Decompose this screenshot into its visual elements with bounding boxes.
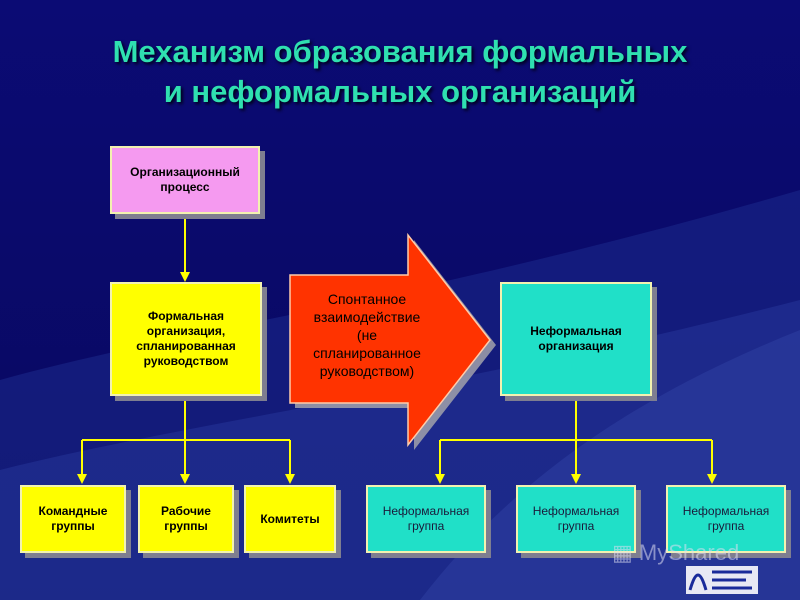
node-label: Неформальная группа bbox=[382, 504, 470, 533]
presentation-icon: ▦ bbox=[612, 540, 633, 565]
node-label: Неформальная группа bbox=[682, 504, 770, 533]
node-committees: Комитеты bbox=[244, 485, 336, 553]
node-team-groups: Командные группы bbox=[20, 485, 126, 553]
node-informal-group-2: Неформальная группа bbox=[516, 485, 636, 553]
node-informal-group-1: Неформальная группа bbox=[366, 485, 486, 553]
node-informal-group-3: Неформальная группа bbox=[666, 485, 786, 553]
node-label: Рабочие группы bbox=[161, 504, 211, 533]
spontaneous-arrow bbox=[289, 232, 491, 448]
arrow-label-line-3: (не bbox=[356, 327, 378, 343]
arrow-label-line-2: взаимодействие bbox=[313, 309, 421, 325]
node-label: Неформальная группа bbox=[532, 504, 620, 533]
arrow-label-line-4: спланированное bbox=[313, 345, 421, 361]
arrow-label-line-5: руководством) bbox=[319, 363, 415, 379]
arrow-label-line-1: Спонтанное bbox=[327, 291, 407, 307]
node-label: Организационный процесс bbox=[130, 165, 240, 194]
watermark: ▦ MyShared bbox=[612, 540, 739, 566]
node-work-groups: Рабочие группы bbox=[138, 485, 234, 553]
node-label: Комитеты bbox=[260, 511, 320, 526]
logo-icon bbox=[686, 566, 758, 594]
node-label: Командные группы bbox=[38, 504, 108, 533]
title-line-1: Механизм образования формальных bbox=[112, 34, 688, 69]
node-label: Формальная организация, спланированная р… bbox=[136, 309, 236, 368]
watermark-text: MyShared bbox=[638, 540, 740, 565]
slide-title: Механизм образования формальных и неформ… bbox=[0, 32, 800, 112]
node-label: Неформальная организация bbox=[530, 324, 622, 353]
spontaneous-arrow-label: Спонтанное взаимодействие (не спланирова… bbox=[292, 290, 442, 380]
node-organizational-process: Организационный процесс bbox=[110, 146, 260, 214]
title-line-2: и неформальных организаций bbox=[163, 74, 637, 109]
node-formal-organization: Формальная организация, спланированная р… bbox=[110, 282, 262, 396]
node-informal-organization: Неформальная организация bbox=[500, 282, 652, 396]
